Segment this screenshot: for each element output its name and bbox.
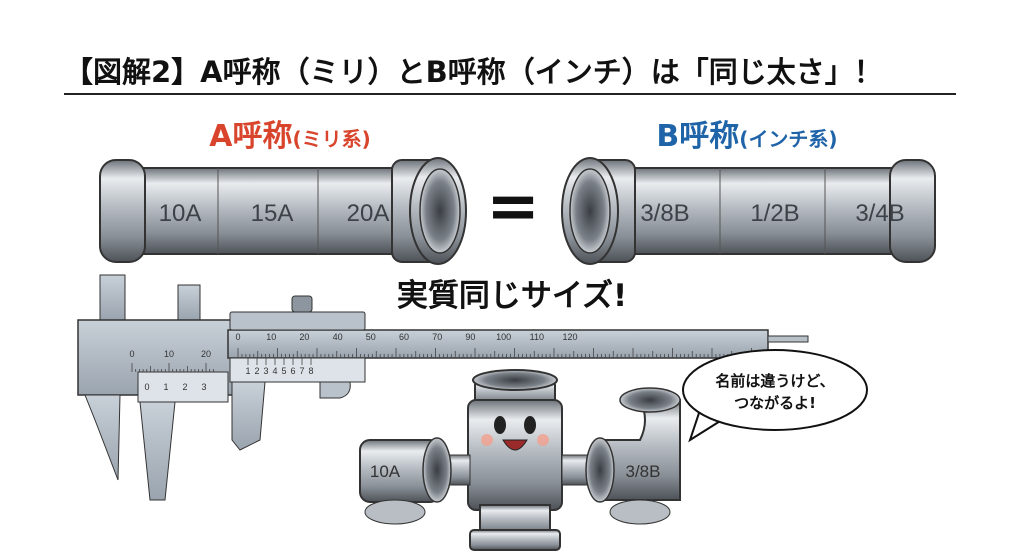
vernier-slider[interactable] — [229, 357, 366, 383]
main-scale-label: 110 — [530, 332, 544, 342]
small-main-scale-label: 10 — [164, 349, 174, 359]
main-scale-label: 0 — [235, 332, 240, 342]
vernier-scale-label: 4 — [272, 366, 277, 376]
vernier-scale-label: 7 — [299, 366, 304, 376]
small-vernier-scale-label: 2 — [182, 382, 187, 392]
main-scale-label: 50 — [366, 332, 376, 342]
page-title: 【図解2】A呼称（ミリ）とB呼称（インチ）は「同じ太さ」！ — [64, 55, 883, 89]
thumb-screw[interactable] — [291, 295, 313, 313]
main-scale-label: 120 — [562, 332, 577, 342]
eye — [524, 416, 536, 434]
small-vernier-scale-label: 0 — [144, 382, 149, 392]
small-main-scale-label: 20 — [201, 349, 211, 359]
a-section-label: A呼称(ミリ系) — [209, 119, 371, 154]
speech-bubble: 名前は違うけど、 つながるよ! — [682, 349, 868, 443]
vernier-scale-label: 5 — [281, 366, 286, 376]
main-scale-label: 40 — [333, 332, 343, 342]
main-scale-label: 20 — [299, 332, 309, 342]
vernier-scale-label: 3 — [263, 366, 268, 376]
small-vernier-scale-label: 1 — [163, 382, 168, 392]
b-pipe-label: 1/2B — [750, 200, 799, 227]
a-pipe-label: 10A — [159, 200, 202, 227]
right-fitting-label: 3/8B — [626, 462, 661, 481]
a-pipe: 10A 15A 20A — [99, 157, 467, 265]
pipe-mascot — [429, 369, 603, 551]
speech-line-2: つながるよ! — [734, 394, 816, 412]
vernier-scale-label: 6 — [290, 366, 295, 376]
eye — [494, 416, 506, 434]
main-scale-label: 100 — [496, 332, 511, 342]
vernier-scale-label: 8 — [308, 366, 313, 376]
a-pipe-label: 20A — [347, 200, 390, 227]
b-pipe: 3/8B 1/2B 3/4B — [561, 157, 936, 265]
small-vernier-scale-label: 3 — [201, 382, 206, 392]
left-fitting: 10A — [359, 437, 452, 525]
vernier-scale-label: 1 — [245, 366, 250, 376]
main-scale-label: 10 — [266, 332, 276, 342]
a-pipe-label: 15A — [251, 200, 294, 227]
main-scale-label: 70 — [432, 332, 442, 342]
small-caliper: 0 10 20 0 1 2 3 — [77, 274, 234, 501]
vernier-scale-label: 2 — [254, 366, 259, 376]
b-pipe-label: 3/8B — [640, 200, 689, 227]
right-fitting: 3/8B — [585, 387, 681, 525]
small-main-scale-label: 0 — [129, 349, 134, 359]
left-fitting-label: 10A — [370, 462, 401, 481]
speech-line-1: 名前は違うけど、 — [715, 372, 834, 390]
caption: 実質同じサイズ! — [397, 278, 627, 314]
b-section-label: B呼称(インチ系) — [656, 119, 837, 154]
b-pipe-label: 3/4B — [855, 200, 904, 227]
main-scale-label: 90 — [465, 332, 475, 342]
equals-sign: = — [486, 170, 540, 244]
main-scale-label: 60 — [399, 332, 409, 342]
